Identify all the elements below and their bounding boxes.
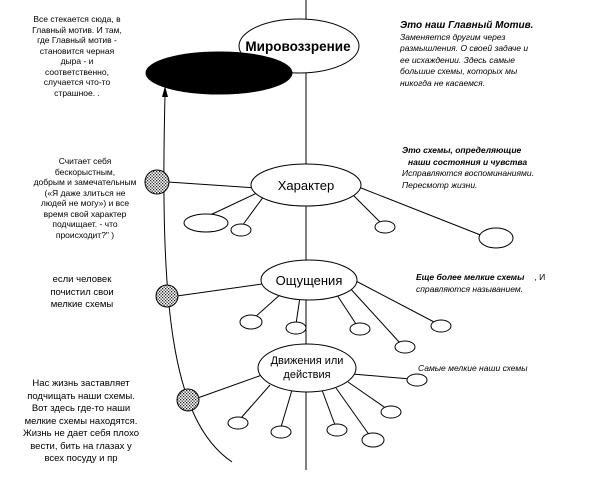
note-tail: , И: [534, 272, 546, 282]
note-line: добрым и замечательным: [33, 177, 137, 187]
note-line: дыра - и: [60, 56, 94, 66]
right-note-main-motive: Это наш Главный Мотив. Заменяется другим…: [400, 20, 600, 89]
leaf-ellipse: [183, 213, 229, 233]
note-line: Считает себя: [58, 156, 112, 166]
leaf-ellipse: [326, 423, 348, 437]
leaf-ellipse: [361, 432, 385, 448]
leaf-ellipse: [270, 425, 292, 439]
note-line: если человек: [52, 274, 112, 285]
note-line: Самые мелкие наши схемы: [418, 363, 528, 373]
note-line: Нас жизнь заставляет: [32, 378, 130, 389]
branch-line: [335, 387, 371, 437]
branch-line: [176, 283, 263, 297]
branch-line: [205, 191, 260, 218]
note-line: никогда не касаемся.: [400, 77, 486, 88]
black-hole: [145, 51, 293, 95]
branch-line: [353, 279, 437, 324]
note-title: Это наш Главный Мотив.: [400, 20, 534, 31]
leaf-ellipse: [349, 322, 371, 336]
branch-line: [347, 381, 388, 410]
note-line: людей не могу») и все: [40, 198, 130, 208]
note-line: становится черная: [39, 45, 115, 56]
right-note-sensations: Еще более мелкие схемы , И справляются на…: [416, 272, 602, 295]
branch-line: [191, 374, 263, 401]
leaf-ellipse: [380, 405, 402, 419]
note-line: мелкие схемы находятся.: [24, 415, 138, 427]
leaf-ellipse: [430, 319, 452, 333]
note-line: почистил свои: [50, 286, 114, 298]
branch-line: [350, 192, 381, 223]
note-line: подчищает. - что: [52, 219, 118, 229]
dotted-circle: [176, 388, 200, 412]
branch-line: [321, 389, 336, 426]
leaf-ellipse: [285, 321, 307, 335]
note-line: Главный мотив. И там,: [32, 24, 122, 35]
note-line: Жизнь не дает себя плохо: [22, 428, 140, 439]
note-line: ее исхаждении. Здесь самые: [400, 54, 516, 65]
note-line: подчищать наши схемы.: [27, 390, 135, 402]
note-title: Это схемы, определяющие: [402, 145, 522, 155]
leaf-ellipse: [227, 416, 249, 430]
note-line: происходит?" ): [55, 229, 115, 240]
note-line: Вот здесь где-то наши: [31, 403, 131, 414]
dotted-circle: [155, 284, 179, 308]
dotted-circle: [144, 169, 170, 195]
note-line: («Я даже злиться не: [44, 187, 126, 198]
branch-line: [351, 373, 412, 380]
return-arrow-head: [162, 86, 168, 97]
left-note-sensations: если человек почистил свои мелкие схемы: [28, 274, 136, 312]
node-sensations: [260, 259, 358, 301]
note-line: Пересмотр жизни.: [402, 179, 478, 190]
note-line: случается что-то: [43, 77, 111, 87]
note-line: Исправляются воспоминаниями.: [402, 168, 534, 178]
node-character: [250, 163, 362, 207]
return-arrow-curve: [163, 94, 233, 463]
branch-line: [167, 181, 258, 189]
leaf-ellipse: [406, 373, 428, 387]
leaf-ellipse: [394, 340, 416, 354]
note-line: бескорыстным,: [54, 166, 116, 177]
left-note-character: Считает себя бескорыстным, добрым и заме…: [18, 156, 152, 240]
right-note-character: Это схемы, определяющие наши состояния и…: [402, 145, 602, 191]
node-movements: [257, 343, 357, 393]
note-line: вести, бить на глазах у: [30, 440, 132, 452]
leaf-ellipse: [239, 314, 263, 330]
node-movements-label-2: действия: [283, 369, 330, 381]
left-note-main-motive: Все стекается сюда, в Главный мотив. И т…: [8, 14, 146, 98]
note-line: мелкие схемы: [50, 299, 114, 310]
note-line: большие схемы, которых мы: [400, 66, 518, 76]
node-sensations-label: Ощущения: [276, 273, 343, 288]
branch-line: [253, 292, 283, 319]
note-line: Заменяется другим через: [400, 31, 506, 42]
note-title: наши состояния и чувства: [408, 156, 528, 167]
branch-line: [295, 296, 301, 325]
note-line: размышления. О своей задаче и: [400, 43, 529, 53]
note-line: соответственно,: [45, 66, 109, 77]
note-title: Еще более мелкие схемы: [416, 272, 525, 282]
branch-line: [334, 291, 357, 325]
note-line: Все стекается сюда, в: [33, 14, 121, 24]
branch-line: [280, 389, 293, 428]
left-note-movements: Нас жизнь заставляет подчищать наши схем…: [6, 378, 156, 466]
leaf-ellipse: [374, 220, 396, 234]
node-worldview-label: Мировоззрение: [245, 39, 351, 54]
right-note-movements: Самые мелкие наши схемы: [418, 363, 598, 375]
note-line: справляются называнием.: [416, 283, 524, 294]
leaf-ellipse: [478, 227, 514, 249]
note-line: где Главный мотив -: [37, 35, 117, 45]
branch-line: [347, 285, 401, 344]
note-line: время свой характер: [43, 208, 127, 219]
branch-line: [241, 195, 265, 227]
node-character-label: Характер: [278, 178, 334, 193]
note-line: страшное. .: [54, 87, 100, 98]
leaf-ellipse: [230, 223, 252, 237]
branch-line: [355, 185, 484, 237]
node-movements-label-1: Движения или: [271, 355, 344, 367]
note-line: всех посуду и пр: [44, 453, 118, 464]
branch-line: [240, 384, 271, 419]
